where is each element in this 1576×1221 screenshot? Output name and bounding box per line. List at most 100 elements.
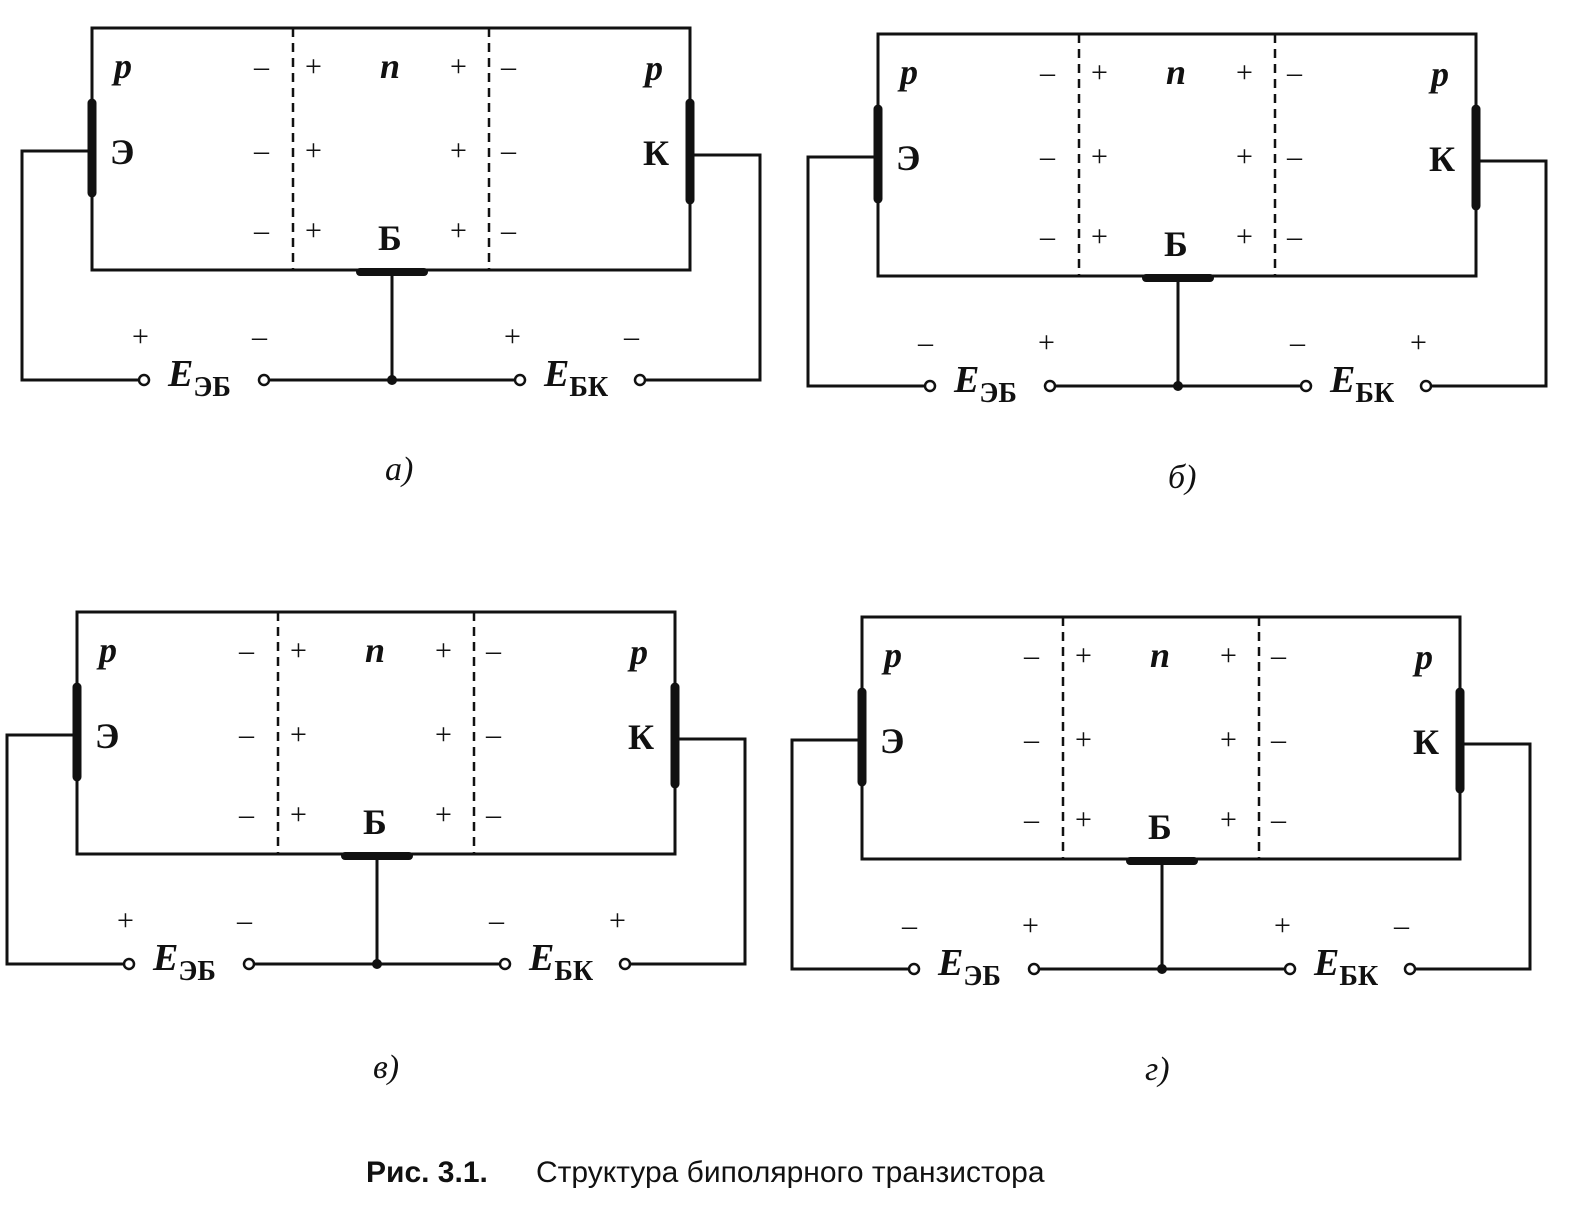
charge-minus-collector-side: – (500, 134, 517, 167)
terminal-bk-right (633, 373, 647, 387)
source-polarity-right: – (236, 904, 253, 937)
emitter-label: Э (896, 138, 920, 178)
charge-plus-base-right: + (1236, 56, 1253, 89)
charge-plus-base-left: + (1091, 56, 1108, 89)
base-label: Б (1164, 224, 1188, 264)
charge-plus-base-left: + (305, 214, 322, 247)
collector-wire (627, 737, 747, 966)
source-polarity-left: + (117, 904, 134, 937)
charge-minus-emitter-side: – (253, 50, 270, 83)
source-E: E (543, 353, 569, 395)
source-polarity-right: + (1038, 326, 1055, 359)
source-polarity-left: – (488, 904, 505, 937)
panel-sublabel: б) (1168, 459, 1196, 496)
region-label-p-right: p (1412, 637, 1433, 677)
caption-prefix: Рис. 3.1. (366, 1156, 488, 1189)
region-label-n: n (365, 630, 385, 670)
charge-minus-collector-side: – (500, 214, 517, 247)
charge-plus-base-right: + (435, 634, 452, 667)
charge-plus-base-left: + (290, 798, 307, 831)
source-label-EEB: EЭБ (937, 942, 1001, 992)
source-polarity-right: + (1410, 326, 1427, 359)
collector-label: К (1429, 139, 1455, 179)
emitter-label: Э (110, 132, 134, 172)
source-subscript: БК (1355, 378, 1395, 409)
source-polarity-right: + (609, 904, 626, 937)
charge-minus-emitter-side: – (1023, 723, 1040, 756)
source-label-EEB: EЭБ (167, 353, 231, 403)
terminal-bk-right (1419, 379, 1433, 393)
region-label-p-left: p (897, 52, 918, 92)
base-label: Б (1148, 807, 1172, 847)
source-subscript: ЭБ (178, 956, 216, 987)
terminal-emb-right (242, 957, 256, 971)
source-polarity-right: – (251, 320, 268, 353)
source-polarity-left: – (901, 909, 918, 942)
charge-minus-collector-side: – (1270, 803, 1287, 836)
charge-minus-emitter-side: – (238, 798, 255, 831)
charge-plus-base-right: + (435, 798, 452, 831)
source-polarity-left: – (917, 326, 934, 359)
charge-minus-emitter-side: – (238, 718, 255, 751)
emitter-wire (20, 149, 144, 382)
charge-plus-base-right: + (435, 718, 452, 751)
region-label-n: n (1150, 635, 1170, 675)
charge-minus-collector-side: – (1270, 723, 1287, 756)
region-label-p-left: p (96, 630, 117, 670)
terminal-emb-left (923, 379, 937, 393)
charge-plus-base-left: + (305, 134, 322, 167)
source-E: E (1313, 942, 1339, 984)
charge-plus-base-left: + (1091, 220, 1108, 253)
source-polarity-left: – (1289, 326, 1306, 359)
panel-sublabel: г) (1145, 1051, 1170, 1088)
source-subscript: ЭБ (193, 372, 231, 403)
source-polarity-left: + (1274, 909, 1291, 942)
base-node-dot (1173, 381, 1183, 391)
charge-plus-base-right: + (1236, 220, 1253, 253)
base-label: Б (378, 218, 402, 258)
source-subscript: БК (569, 372, 609, 403)
charge-minus-emitter-side: – (1023, 803, 1040, 836)
charge-minus-emitter-side: – (238, 634, 255, 667)
terminal-bk-right (1403, 962, 1417, 976)
charge-plus-base-left: + (1075, 639, 1092, 672)
terminal-emb-left (907, 962, 921, 976)
source-E: E (1329, 359, 1355, 401)
terminal-emb-left (122, 957, 136, 971)
collector-label: К (643, 133, 669, 173)
emitter-wire (790, 738, 914, 971)
source-subscript: ЭБ (963, 961, 1001, 992)
charge-plus-base-left: + (305, 50, 322, 83)
charge-plus-base-right: + (1236, 140, 1253, 173)
source-E: E (953, 359, 979, 401)
terminal-emb-right (257, 373, 271, 387)
source-E: E (528, 937, 554, 979)
charge-plus-base-left: + (1075, 803, 1092, 836)
region-label-p-right: p (627, 632, 648, 672)
base-label: Б (363, 802, 387, 842)
base-node-dot (387, 375, 397, 385)
region-label-p-right: p (642, 48, 663, 88)
charge-minus-collector-side: – (485, 718, 502, 751)
source-polarity-right: + (1022, 909, 1039, 942)
charge-plus-base-right: + (1220, 723, 1237, 756)
charge-minus-collector-side: – (485, 634, 502, 667)
collector-wire (642, 153, 762, 382)
source-subscript: ЭБ (979, 378, 1017, 409)
terminal-bk-left (1283, 962, 1297, 976)
charge-minus-collector-side: – (1286, 140, 1303, 173)
region-label-p-left: p (881, 635, 902, 675)
source-label-EEB: EЭБ (152, 937, 216, 987)
charge-plus-base-right: + (450, 214, 467, 247)
terminal-bk-left (498, 957, 512, 971)
charge-minus-collector-side: – (1286, 56, 1303, 89)
source-label-EBK: EБК (528, 937, 594, 987)
charge-minus-emitter-side: – (253, 134, 270, 167)
source-polarity-left: + (132, 320, 149, 353)
charge-plus-base-right: + (450, 50, 467, 83)
region-label-n: n (1166, 52, 1186, 92)
charge-minus-collector-side: – (500, 50, 517, 83)
